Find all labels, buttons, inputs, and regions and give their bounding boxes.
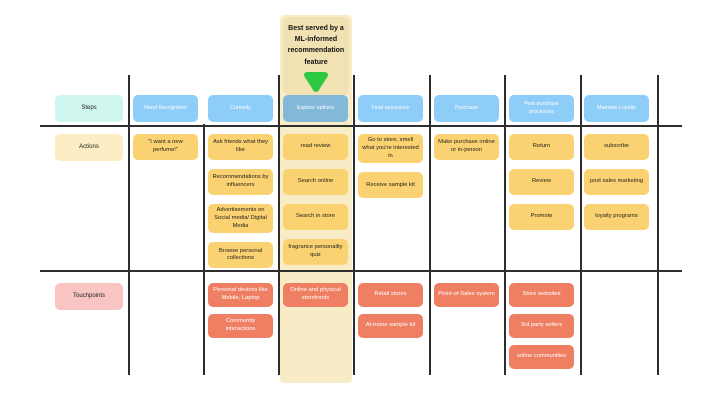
action-note[interactable]: Search online [283, 169, 348, 195]
action-note[interactable]: Browse personal collections [208, 242, 273, 269]
action-note[interactable]: Ask friends what they like [208, 134, 273, 160]
action-note[interactable]: fragrance personality quiz [283, 239, 348, 265]
row-label-actions[interactable]: Actions [55, 134, 123, 161]
step-note-need-recognition[interactable]: Need Recognition [133, 95, 198, 122]
grid-hline [40, 125, 682, 127]
step-note-post-purchase-processes[interactable]: Post purchase processes [509, 95, 574, 122]
action-note[interactable]: subscribe [584, 134, 649, 160]
touchpoint-note[interactable]: Store websites [509, 283, 574, 307]
grid-vline [278, 75, 280, 375]
touchpoint-note[interactable]: Personal devices like Mobile, Laptop [208, 283, 273, 307]
touchpoint-note[interactable]: 3rd party sellers [509, 314, 574, 338]
action-stack-need-recognition: "I want a new perfume!" [133, 134, 198, 160]
grid-vline [657, 75, 659, 375]
touchpoint-note[interactable]: Retail stores [358, 283, 423, 307]
touchpoint-note[interactable]: Online and physical storefronts [283, 283, 348, 307]
touchpoint-stack-purchase: Point-of-Sales system [434, 283, 499, 307]
touchpoint-note[interactable]: online communities [509, 345, 574, 369]
grid-vline [128, 75, 130, 375]
action-note[interactable]: Advertisements on Social media/ Digital … [208, 204, 273, 234]
row-label-touchpoints[interactable]: Touchpoints [55, 283, 123, 310]
touchpoint-note[interactable]: Community interactions [208, 314, 273, 338]
touchpoint-note[interactable]: Point-of-Sales system [434, 283, 499, 307]
ml-annotation-card[interactable]: Best served by a ML-informed recommendat… [283, 17, 349, 95]
grid-vline [353, 75, 355, 375]
down-arrow-icon [301, 70, 331, 99]
action-note[interactable]: loyalty programs [584, 204, 649, 230]
grid-hline [40, 270, 682, 272]
grid-vline [504, 75, 506, 375]
action-note[interactable]: "I want a new perfume!" [133, 134, 198, 160]
action-note[interactable]: Return [509, 134, 574, 160]
action-stack-purchase: Make purchase online or in-person [434, 134, 499, 160]
action-note[interactable]: Search in store [283, 204, 348, 230]
action-note[interactable]: Make purchase online or in-person [434, 134, 499, 160]
step-note-explore-options[interactable]: Explore options [283, 95, 348, 122]
action-note[interactable]: Review [509, 169, 574, 195]
touchpoint-note[interactable]: At-home sample kit [358, 314, 423, 338]
grid-vline [580, 75, 582, 375]
step-note-final-assurance[interactable]: Final assurance [358, 95, 423, 122]
step-note-curiosity[interactable]: Curiosity [208, 95, 273, 122]
action-note[interactable]: Promote [509, 204, 574, 230]
action-note[interactable]: Go to store, smell what you're intereste… [358, 134, 423, 164]
action-note[interactable]: Recommendations by influencers [208, 169, 273, 195]
step-note-purchase[interactable]: Purchase [434, 95, 499, 122]
touchpoint-stack-explore-options: Online and physical storefronts [283, 283, 348, 307]
step-note-maintain-loyalty[interactable]: Maintain Loyalty [584, 95, 649, 122]
touchpoint-stack-post-purchase-processes: Store websites 3rd party sellers online co… [509, 283, 574, 369]
action-note[interactable]: read review [283, 134, 348, 160]
action-note[interactable]: post sales marketing [584, 169, 649, 195]
annotation-text: Best served by a ML-informed recommendat… [287, 25, 345, 66]
action-stack-final-assurance: Go to store, smell what you're intereste… [358, 134, 423, 199]
grid-vline [429, 75, 431, 375]
row-label-steps[interactable]: Steps [55, 95, 123, 122]
action-stack-maintain-loyalty: subscribe post sales marketing loyalty pro… [584, 134, 649, 230]
action-note[interactable]: Receive sample kit [358, 172, 423, 199]
grid-vline [203, 124, 205, 375]
